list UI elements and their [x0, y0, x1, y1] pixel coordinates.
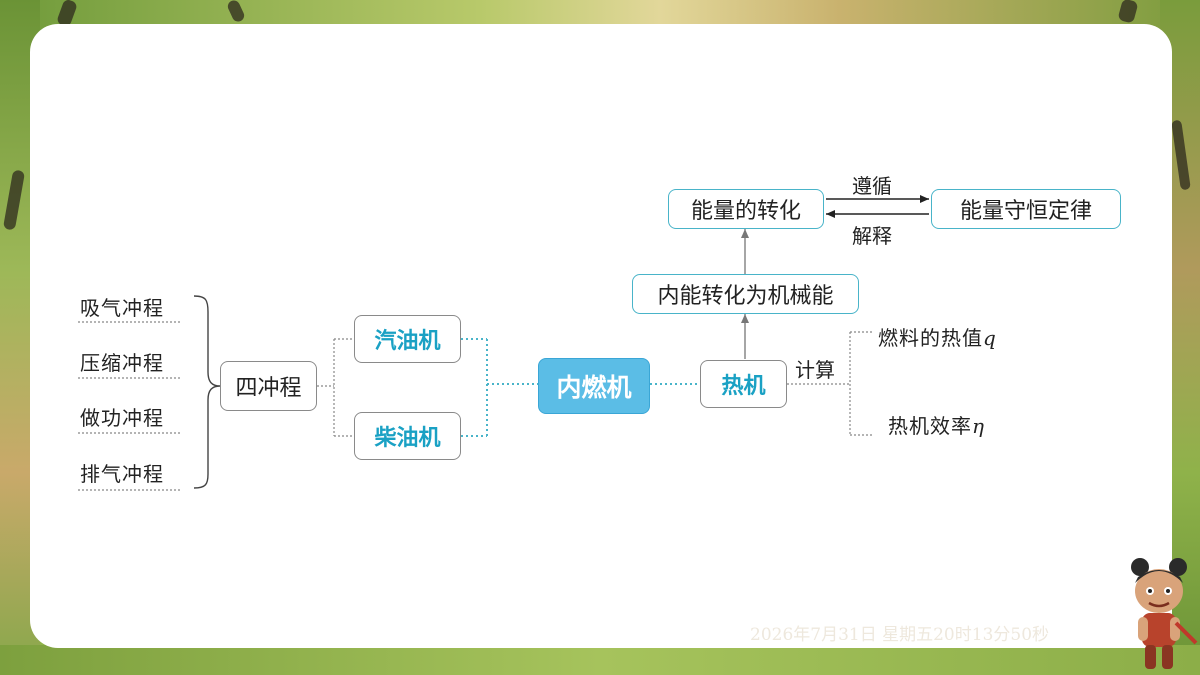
- calc-item-text: 热机效率: [888, 414, 972, 438]
- calc-label: 计算: [795, 358, 835, 382]
- calc-item-var: η: [972, 414, 985, 438]
- stroke-power: 做功冲程: [80, 406, 164, 430]
- internal-combustion-engine-node: 内燃机: [538, 358, 650, 414]
- calc-item-var: q: [983, 326, 997, 350]
- calc-item-text: 燃料的热值: [878, 326, 983, 350]
- calc-item-engine-efficiency: 热机效率η: [888, 410, 985, 439]
- background-bottom-band: [0, 645, 1200, 675]
- stroke-intake: 吸气冲程: [80, 296, 164, 320]
- mascot-character-icon: [1131, 558, 1198, 669]
- diesel-engine-node: 柴油机: [354, 412, 461, 460]
- datetime-watermark: 2026年7月31日 星期五20时13分50秒: [750, 625, 1050, 645]
- content-card: [30, 24, 1172, 648]
- heat-engine-node: 热机: [700, 360, 787, 408]
- stroke-exhaust: 排气冲程: [80, 462, 164, 486]
- follow-label: 遵循: [852, 174, 892, 198]
- energy-conversion-node: 能量的转化: [668, 189, 824, 229]
- gasoline-engine-node: 汽油机: [354, 315, 461, 363]
- energy-conservation-law-node: 能量守恒定律: [931, 189, 1121, 229]
- calc-item-fuel-heat-value: 燃料的热值q: [878, 322, 997, 351]
- explain-label: 解释: [852, 224, 892, 248]
- four-stroke-node: 四冲程: [220, 361, 317, 411]
- stroke-compression: 压缩冲程: [80, 351, 164, 375]
- energy-conversion-process-node: 内能转化为机械能: [632, 274, 859, 314]
